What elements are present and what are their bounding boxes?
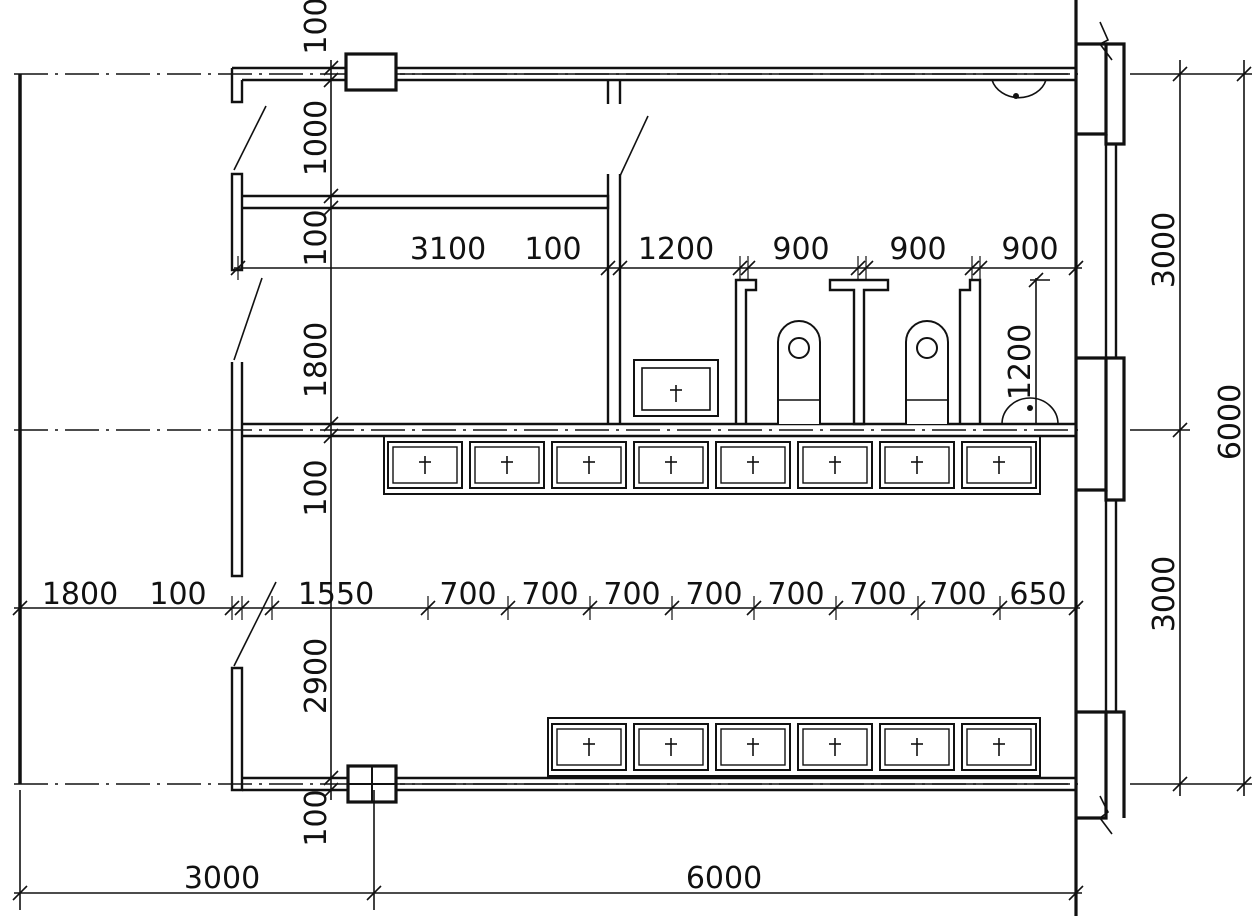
dim-upper-1: 3100 <box>410 232 486 267</box>
dim-lower-11: 650 <box>1009 577 1066 612</box>
dim-lower-9: 700 <box>849 577 906 612</box>
dimension-tick <box>323 416 339 432</box>
dim-right-1: 3000 <box>1147 212 1182 288</box>
dimension-lines <box>12 60 1252 910</box>
sink-row-upper <box>383 435 1041 495</box>
wash-basin <box>551 723 627 771</box>
dimension-tick <box>323 428 339 444</box>
floor-drain-middle <box>1001 397 1059 425</box>
wash-basin <box>879 723 955 771</box>
dim-left-6: 2900 <box>299 638 334 714</box>
right-exterior-wall <box>1074 0 1126 916</box>
dim-upper-6: 900 <box>1001 232 1058 267</box>
sink-row-lower <box>547 717 1041 777</box>
wash-basin <box>715 723 791 771</box>
wash-basin <box>551 441 627 489</box>
dim-cubicle-depth: 1200 <box>1003 324 1038 400</box>
toilet-2 <box>905 320 949 424</box>
dim-lower-3: 1550 <box>298 577 374 612</box>
floor-drain-top <box>991 79 1047 99</box>
dim-lower-8: 700 <box>767 577 824 612</box>
wash-basin <box>633 441 709 489</box>
column-bottom <box>346 764 398 804</box>
dim-left-7: 100 <box>299 789 334 846</box>
dimension-tick <box>323 60 339 76</box>
dim-right-2: 3000 <box>1147 556 1182 632</box>
dim-upper-2: 100 <box>524 232 581 267</box>
dim-lower-6: 700 <box>603 577 660 612</box>
wash-basin <box>961 723 1037 771</box>
dimension-tick <box>323 72 339 88</box>
dim-left-4: 1800 <box>299 322 334 398</box>
left-partition-wall <box>230 68 277 792</box>
toilet-1 <box>777 320 821 424</box>
column-top <box>344 52 398 92</box>
upper-row-labels: 3100 100 1200 900 900 900 <box>410 232 1059 267</box>
dim-right-total: 6000 <box>1213 384 1248 460</box>
dimension-tick <box>323 188 339 204</box>
cubicle-partitions <box>734 278 982 426</box>
dim-upper-3: 1200 <box>638 232 714 267</box>
wash-basin <box>797 441 873 489</box>
wash-basin <box>961 441 1037 489</box>
dim-left-2: 1000 <box>299 100 334 176</box>
inner-vertical-wall <box>606 80 649 424</box>
dim-bottom-2: 6000 <box>686 861 762 896</box>
dim-upper-5: 900 <box>889 232 946 267</box>
dim-lower-7: 700 <box>685 577 742 612</box>
wash-basin <box>633 723 709 771</box>
right-vertical-labels: 3000 3000 6000 1200 <box>1003 212 1248 632</box>
wash-basin <box>469 441 545 489</box>
vanity-counter <box>383 435 1041 495</box>
dim-bottom-1: 3000 <box>184 861 260 896</box>
vanity-counter <box>547 717 1041 777</box>
dim-lower-1: 1800 <box>42 577 118 612</box>
wash-basin <box>879 441 955 489</box>
wash-basin <box>387 441 463 489</box>
lower-row-labels: 1800 100 1550 700 700 700 700 700 700 70… <box>42 577 1067 612</box>
dimension-tick <box>323 782 339 798</box>
wash-basin <box>797 723 873 771</box>
bottom-total-labels: 3000 6000 <box>184 861 762 896</box>
corridor-wall <box>242 194 610 210</box>
axis-lines <box>14 73 1080 785</box>
dim-lower-4: 700 <box>439 577 496 612</box>
dim-upper-4: 900 <box>772 232 829 267</box>
dim-left-5: 100 <box>299 459 334 516</box>
dim-left-1: 100 <box>299 0 334 55</box>
dim-lower-5: 700 <box>521 577 578 612</box>
left-vertical-labels: 100 1000 100 1800 100 2900 100 <box>299 0 334 847</box>
dim-lower-2: 100 <box>149 577 206 612</box>
wash-basin <box>715 441 791 489</box>
dimension-tick <box>323 770 339 786</box>
dim-lower-10: 700 <box>929 577 986 612</box>
mop-sink <box>633 359 719 417</box>
dimension-tick <box>323 200 339 216</box>
dim-left-3: 100 <box>299 209 334 266</box>
